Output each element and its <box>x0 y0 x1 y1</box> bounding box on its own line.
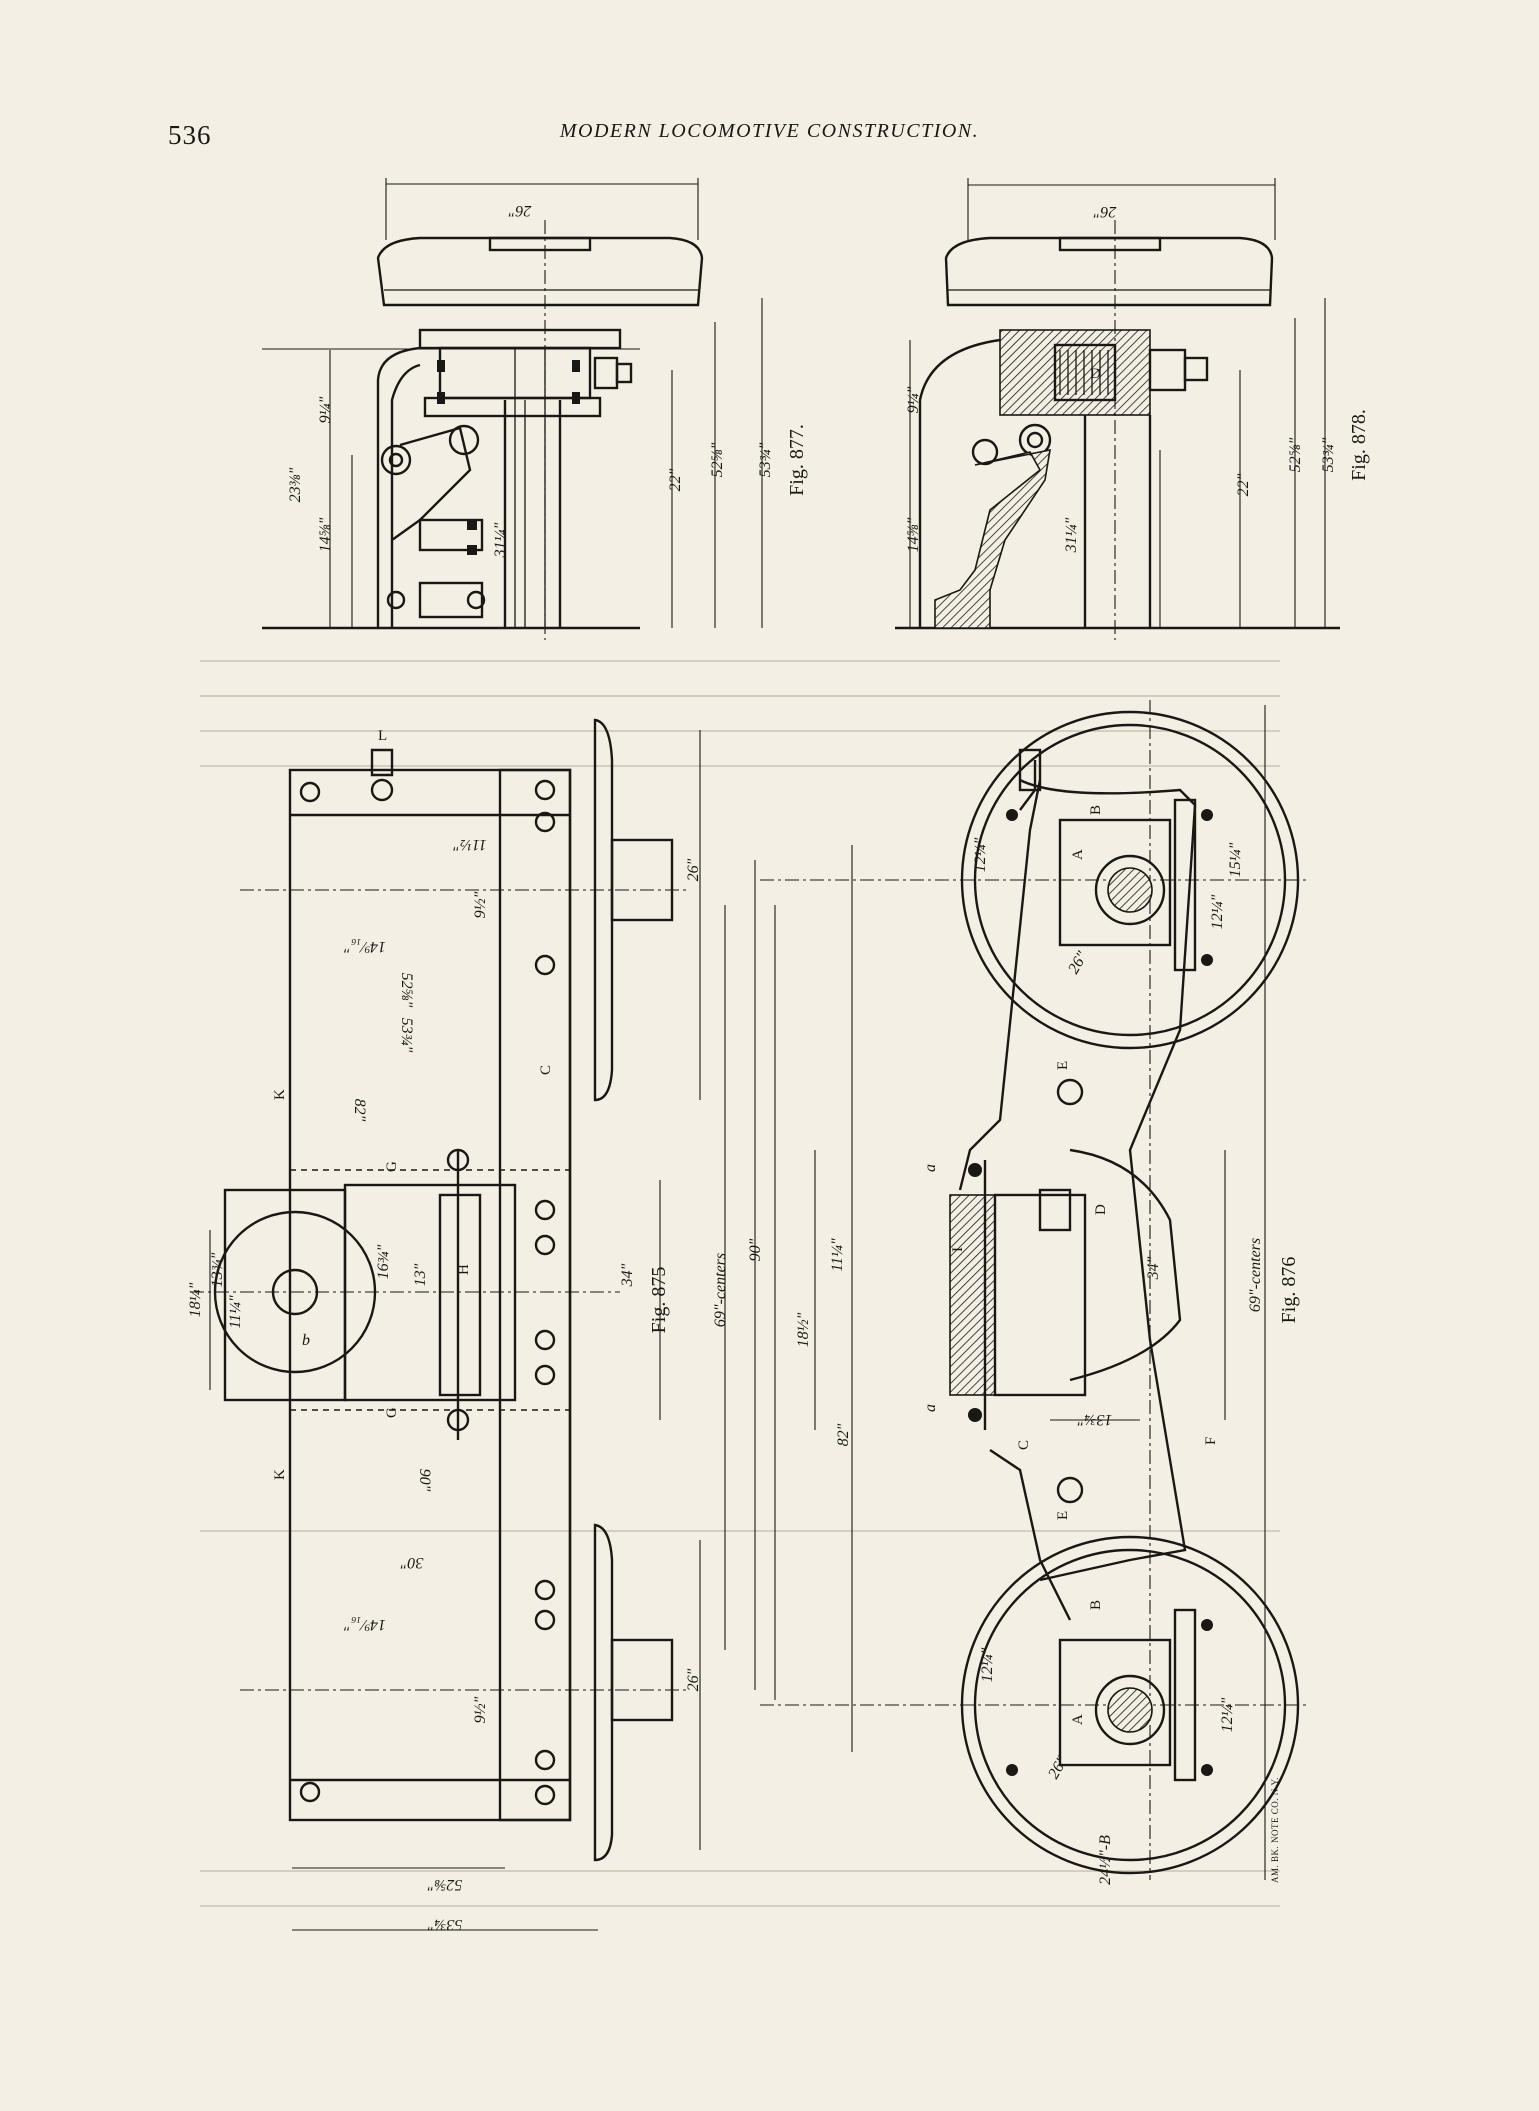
dim-label: 22" <box>667 468 684 491</box>
dim-label: 69"-centers <box>712 1253 729 1327</box>
part-letter: b <box>302 1332 310 1349</box>
dim-label: 22" <box>1235 473 1252 496</box>
dim-label: 26" <box>1065 948 1091 976</box>
dim-label: 15¼" <box>1227 842 1244 877</box>
part-letter: a <box>922 1164 939 1172</box>
part-letter: D <box>1093 1204 1109 1215</box>
dim-label: 9½" <box>472 891 489 918</box>
fig-877-drawing <box>262 178 763 640</box>
dim-label: 14⁹⁄₁₆" <box>344 938 386 955</box>
dim-label: 12¼" <box>1219 1697 1236 1732</box>
dim-label: 53¾" <box>398 1018 415 1053</box>
dim-label: 30" <box>400 1554 424 1571</box>
fig-875-drawing <box>190 718 756 1931</box>
dim-label: 52⅝" <box>427 1876 462 1893</box>
dim-label: 69"-centers <box>1247 1238 1264 1312</box>
dim-label: 13¾" <box>209 1252 226 1287</box>
part-letter: K <box>272 1469 288 1480</box>
dim-label: 9¼" <box>317 396 334 423</box>
part-letter: B <box>1088 1600 1104 1610</box>
dim-label: 16¾" <box>375 1244 392 1279</box>
dim-label: 53¾" <box>757 442 774 477</box>
fig-875-label: Fig. 875 <box>648 1267 670 1334</box>
dim-label: 23⅜" <box>287 467 304 502</box>
part-letter: I <box>950 1247 966 1252</box>
part-letter: A <box>1070 1714 1086 1725</box>
dim-label: 14⁹⁄₁₆" <box>344 1616 386 1633</box>
show-through-text <box>200 660 1280 1907</box>
dim-label: 11¼" <box>829 1238 846 1272</box>
part-letter: A <box>1070 849 1086 860</box>
dim-label: 18¼" <box>187 1282 204 1317</box>
part-letter: a <box>922 1404 939 1412</box>
dim-label: 34" <box>1145 1256 1162 1280</box>
part-letter: L <box>378 728 387 744</box>
part-letter: C <box>538 1065 554 1075</box>
bolt-circles <box>299 779 556 1806</box>
part-letter: D <box>1090 366 1101 382</box>
dim-label: 82" <box>351 1099 368 1122</box>
engraver-credit: AM. BK. NOTE CO. N.Y. <box>1270 1777 1280 1883</box>
dim-label: 90" <box>747 1238 764 1261</box>
dim-label: 31¼" <box>1063 517 1080 553</box>
dim-label: 11¼" <box>227 1295 244 1329</box>
dim-label: 34" <box>619 1263 636 1287</box>
dim-label: 26" <box>1045 1753 1071 1781</box>
axle-box-hatch <box>1059 350 1109 395</box>
dim-label: 9½" <box>472 1696 489 1723</box>
dim-label: 82" <box>835 1423 852 1446</box>
fig-878-label: Fig. 878. <box>1348 409 1370 481</box>
dim-label: 52⅝" <box>398 973 415 1008</box>
dim-label: 9¼" <box>905 386 922 413</box>
dim-label: 11½" <box>453 836 487 853</box>
dim-label: 24½"-B <box>1097 1835 1114 1885</box>
fig-877-label: Fig. 877. <box>786 424 808 496</box>
dim-label: 12¼" <box>972 837 989 872</box>
part-letter: G <box>384 1407 400 1418</box>
page-number: 536 <box>168 120 212 150</box>
dim-label: 26" <box>1093 203 1116 220</box>
part-letters: L K K G G H b C A B E D I a a C F E B A … <box>272 366 1219 1725</box>
part-letter: C <box>1016 1440 1032 1450</box>
part-letter: B <box>1088 805 1104 815</box>
dim-label: 90" <box>416 1469 433 1492</box>
fig-876-drawing <box>760 700 1310 1880</box>
dim-label: 12¼" <box>979 1647 996 1682</box>
dim-label: 14⅝" <box>905 517 922 552</box>
dim-label: 52⅝" <box>709 442 726 477</box>
dim-label: 14⅝" <box>317 517 334 552</box>
part-letter: F <box>1203 1437 1219 1445</box>
part-letter: E <box>1055 1511 1071 1520</box>
fig-878-drawing <box>895 178 1340 640</box>
part-letter: G <box>384 1161 400 1172</box>
dim-label: 12¼" <box>1209 894 1226 929</box>
dim-label: 26" <box>685 858 702 881</box>
dim-label: 13" <box>412 1263 429 1286</box>
part-letter: H <box>456 1264 472 1275</box>
dim-label: 13¾" <box>1077 1411 1112 1428</box>
dim-label: 52⅝" <box>1287 437 1304 472</box>
dim-label: 31¼" <box>492 522 509 558</box>
dim-label: 26" <box>508 202 531 219</box>
fig-876-label: Fig. 876 <box>1278 1257 1300 1324</box>
dim-label: 18½" <box>795 1312 812 1347</box>
running-head: MODERN LOCOMOTIVE CONSTRUCTION. <box>559 120 980 142</box>
dim-label: 53¾" <box>427 1916 462 1933</box>
dimension-labels: 26" 26" 23⅜" 9¼" 14⅝" 31¼" 22" 52⅝" 53¾"… <box>187 202 1370 1933</box>
part-letter: K <box>272 1089 288 1100</box>
part-letter: E <box>1055 1061 1071 1070</box>
dim-label: 53¾" <box>1320 437 1337 472</box>
dim-label: 26" <box>685 1668 702 1691</box>
